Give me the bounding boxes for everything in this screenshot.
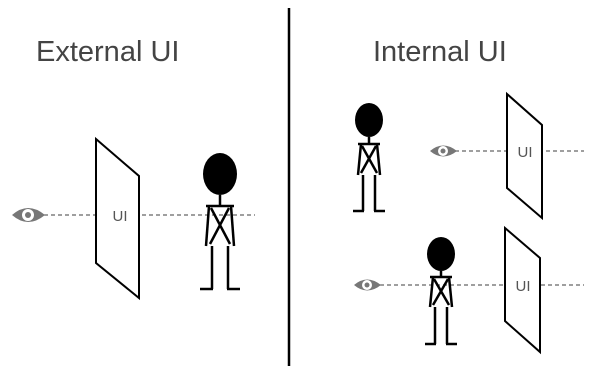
eye-icon (354, 279, 381, 291)
internal-ui-section: Internal UI UI (353, 36, 584, 355)
stick-figure-icon (425, 237, 457, 346)
eye-icon (430, 145, 457, 157)
ui-label-bg (108, 207, 132, 223)
stick-figure-icon (200, 153, 240, 291)
internal-ui-title: Internal UI (373, 36, 507, 68)
ui-panel-bottom-label: UI (516, 278, 531, 295)
stick-figure-icon (353, 103, 385, 213)
eye-icon (12, 208, 45, 222)
external-ui-title: External UI (36, 36, 179, 68)
ui-panel-label: UI (113, 208, 128, 225)
ui-label-bg (514, 144, 536, 159)
ui-panel-top-label: UI (518, 144, 533, 161)
ui-label-bg (512, 278, 534, 293)
external-ui-section: External UI UI (12, 36, 255, 301)
